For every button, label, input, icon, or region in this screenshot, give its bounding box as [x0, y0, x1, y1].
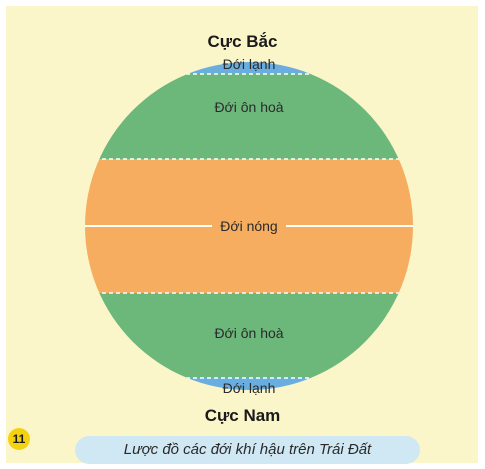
- zone-label-tropical: Đới nóng: [220, 218, 277, 234]
- zone-label-temperate-north: Đới ôn hoà: [214, 99, 283, 115]
- zone-label-cold-north: Đới lạnh: [223, 56, 276, 72]
- zone-label-cold-south: Đới lạnh: [223, 380, 276, 396]
- temperate-zone-north: [85, 74, 413, 159]
- page-number-badge: 11: [8, 428, 30, 450]
- equator-label-backdrop: [212, 215, 286, 235]
- south-pole-label: Cực Nam: [204, 406, 281, 425]
- zone-label-temperate-south: Đới ôn hoà: [214, 325, 283, 341]
- figure-caption: Lược đồ các đới khí hậu trên Trái Đất: [75, 436, 420, 464]
- north-pole-label: Cực Bắc: [207, 32, 278, 51]
